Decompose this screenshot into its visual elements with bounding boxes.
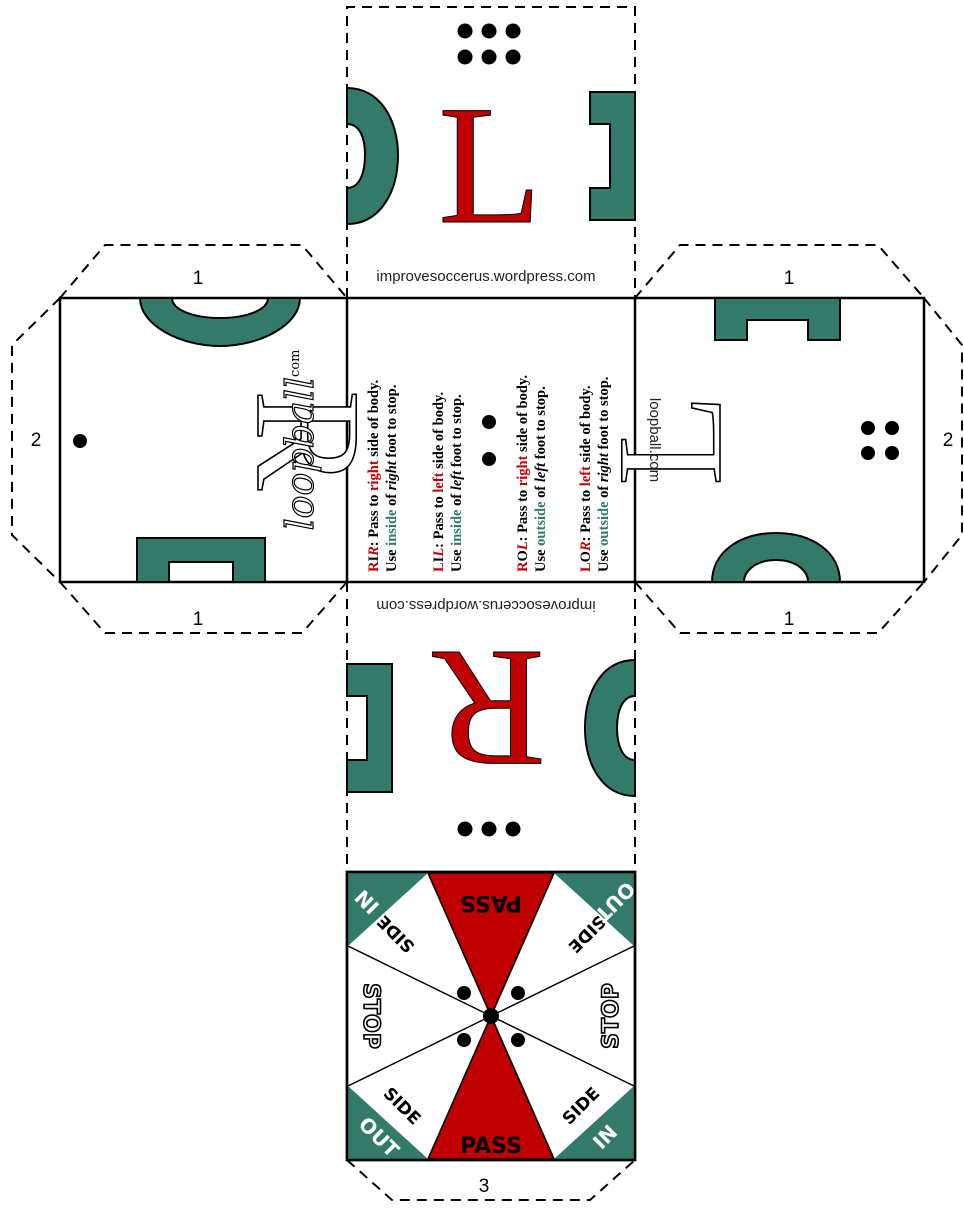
teal-o-shape [347, 88, 398, 224]
rule-lil: LIL: Pass to left side of body. Use insi… [431, 392, 465, 572]
url-top: improvesoccerus.wordpress.com [376, 268, 595, 285]
rule-rol: ROL: Pass to right side of body. Use out… [515, 375, 549, 572]
face-center-two: RIR: Pass to right side of body. Use ins… [366, 375, 612, 572]
face-lower-three: improvesoccerus.wordpress.com R [347, 597, 635, 837]
face-letter-right: L [587, 394, 753, 486]
tab-label-left-bottom: 1 [193, 609, 204, 630]
face-wheel: PASS PASS STOP STOP SIDE SIDE SIDE SIDE … [347, 872, 640, 1162]
face-letter-top: L [438, 71, 542, 259]
url-right: loopball.com [646, 398, 663, 482]
teal-o-shape [140, 298, 300, 346]
url-bottom: improvesoccerus.wordpress.com [376, 597, 595, 614]
tab-label-right-top: 1 [784, 268, 795, 289]
teal-bracket-shape [715, 298, 840, 340]
svg-text:LIL: Pass to left side of body: LIL: Pass to left side of body. [431, 392, 447, 572]
svg-text:Use outside of left foot to st: Use outside of left foot to stop. [533, 386, 549, 572]
dots-six [458, 24, 521, 65]
brand-logo: loopballcom [278, 350, 322, 531]
tab-label-right-side: 2 [943, 430, 954, 451]
tab-label-right-bottom: 1 [784, 609, 795, 630]
face-top-six: L improvesoccerus.wordpress.com [347, 24, 635, 286]
stop-label-left: STOP [358, 983, 383, 1049]
dots-three [458, 822, 521, 837]
stop-label-right: STOP [599, 983, 624, 1049]
teal-bracket-shape [347, 664, 392, 792]
side-label-topleft: SIDE [374, 911, 419, 956]
tab-label-bottom: 3 [479, 1176, 490, 1197]
teal-bracket-shape [137, 538, 265, 582]
svg-text:Use inside of left foot to sto: Use inside of left foot to stop. [449, 394, 465, 572]
teal-o-shape [585, 660, 635, 796]
tab-label-left-side: 2 [31, 430, 42, 451]
pass-label-bottom: PASS [460, 1134, 522, 1159]
svg-text:ROL: Pass to right side of bod: ROL: Pass to right side of body. [515, 375, 531, 572]
teal-o-shape [712, 533, 840, 582]
wheel-center-dot [483, 1008, 499, 1024]
svg-text:RIR: Pass to right side of bod: RIR: Pass to right side of body. [366, 380, 382, 572]
svg-text:loopballcom: loopballcom [278, 350, 322, 531]
dot-one [73, 434, 87, 448]
teal-bracket-shape [590, 92, 635, 220]
face-letter-bottom: R [432, 615, 546, 803]
pass-label-top: PASS [460, 890, 522, 915]
dots-four [861, 421, 899, 460]
svg-text:Use inside of right foot to st: Use inside of right foot to stop. [384, 385, 400, 572]
face-left-one: R loopballcom [73, 298, 391, 582]
rules-list: RIR: Pass to right side of body. Use ins… [366, 375, 612, 572]
tab-label-left-top: 1 [193, 268, 204, 289]
